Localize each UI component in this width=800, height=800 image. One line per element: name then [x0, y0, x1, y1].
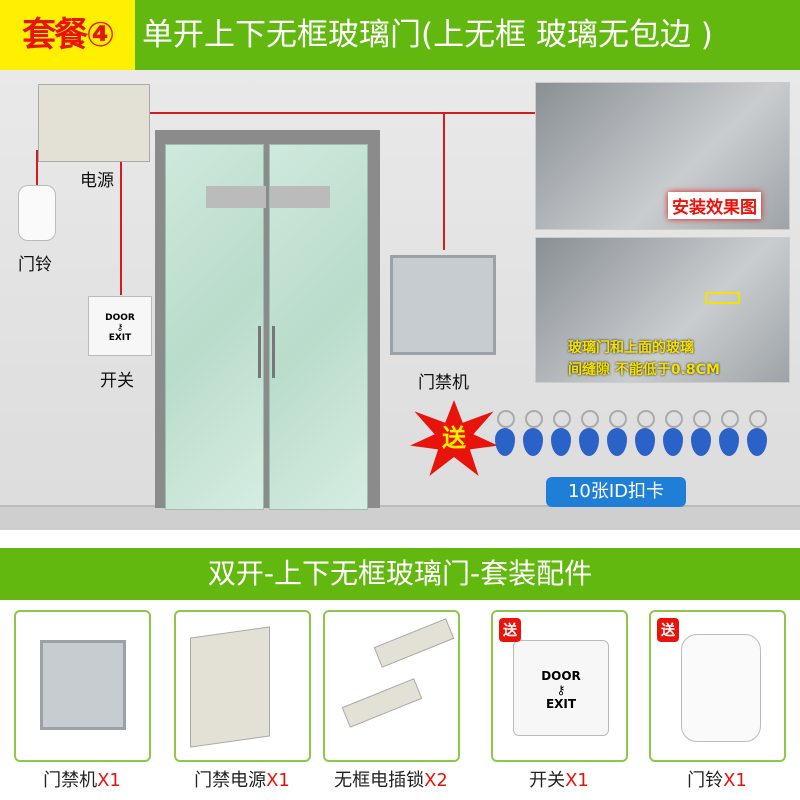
doorbell-image	[18, 185, 56, 241]
accessory-name: 门铃	[687, 770, 724, 791]
accessory-card	[323, 610, 460, 762]
lock-image	[206, 186, 266, 208]
id-tag	[691, 428, 711, 456]
floor	[0, 505, 800, 530]
exit-text: EXIT	[545, 697, 577, 711]
key-ring	[609, 410, 627, 428]
accessory-qty: X1	[565, 770, 589, 791]
gap-caption-line1: 玻璃门和上面的玻璃	[568, 340, 694, 356]
exit-button-image: DOOR ⚷ EXIT	[88, 296, 152, 356]
switch-label: 开关	[100, 371, 134, 391]
id-card-label: 10张ID扣卡	[546, 477, 686, 507]
wire	[443, 112, 445, 250]
key-ring	[721, 410, 739, 428]
id-tag	[747, 428, 767, 456]
glass-door	[155, 130, 380, 510]
key-ring	[637, 410, 655, 428]
wire	[120, 150, 122, 295]
lock-image	[373, 618, 455, 668]
key-ring	[749, 410, 767, 428]
gap-caption: 玻璃门和上面的玻璃 间缝隙 不能低于0.8CM	[568, 337, 720, 381]
accessory-card: 送	[649, 610, 786, 762]
doorbell-image	[681, 634, 761, 742]
lock-image	[341, 678, 423, 728]
doorbell-label: 门铃	[18, 255, 52, 275]
id-tag	[607, 428, 627, 456]
key-ring	[497, 410, 515, 428]
id-tag	[551, 428, 571, 456]
access-control-image	[390, 255, 496, 355]
accessory-label: 门铃X1	[637, 766, 797, 792]
lock-image	[270, 186, 330, 208]
key-icon: ⚷	[556, 683, 566, 697]
id-tag	[663, 428, 683, 456]
page-title: 单开上下无框玻璃门(上无框 玻璃无包边 )	[142, 17, 713, 53]
gap-caption-line2: 间缝隙 不能低于0.8CM	[568, 362, 720, 378]
accessory-name: 开关	[529, 770, 566, 791]
accessory-label: 门禁机X1	[2, 766, 162, 792]
id-tag	[579, 428, 599, 456]
key-ring	[693, 410, 711, 428]
power-supply-image	[190, 626, 270, 748]
accessory-name: 门禁电源	[194, 770, 267, 791]
door-handle	[258, 326, 261, 378]
gap-photo	[535, 237, 790, 383]
key-icon: ⚷	[116, 323, 124, 333]
door-handle	[272, 326, 275, 378]
accessory-name: 门禁机	[43, 770, 98, 791]
door-text: DOOR	[105, 313, 135, 323]
access-label: 门禁机	[418, 373, 469, 393]
accessory-name: 无框电插锁	[334, 770, 425, 791]
exit-button-image: DOOR⚷EXIT	[513, 640, 609, 736]
accessory-label: 无框电插锁X2	[311, 766, 471, 792]
wire	[95, 112, 540, 114]
accessory-qty: X1	[97, 770, 121, 791]
access-control-image	[40, 640, 126, 730]
id-tag	[635, 428, 655, 456]
key-ring	[553, 410, 571, 428]
key-ring	[581, 410, 599, 428]
exit-text: EXIT	[108, 333, 132, 343]
id-tag	[719, 428, 739, 456]
installation-caption: 安装效果图	[668, 192, 761, 219]
accessory-label: 门禁电源X1	[162, 766, 322, 792]
wire	[36, 150, 38, 186]
gift-badge: 送	[499, 618, 521, 642]
key-ring	[665, 410, 683, 428]
accessory-card	[14, 610, 151, 762]
package-badge: 套餐④	[0, 0, 135, 70]
id-tag	[495, 428, 515, 456]
power-supply-image	[38, 84, 150, 162]
accessory-qty: X1	[266, 770, 290, 791]
door-text: DOOR	[541, 669, 581, 683]
id-tag	[523, 428, 543, 456]
key-ring	[525, 410, 543, 428]
accessory-card	[174, 610, 311, 762]
gift-badge: 送	[657, 618, 679, 642]
gap-highlight	[705, 292, 740, 304]
accessory-qty: X2	[424, 770, 448, 791]
power-label: 电源	[80, 171, 114, 191]
accessory-label: 开关X1	[479, 766, 639, 792]
accessory-qty: X1	[723, 770, 747, 791]
accessories-title: 双开-上下无框玻璃门-套装配件	[0, 548, 800, 600]
